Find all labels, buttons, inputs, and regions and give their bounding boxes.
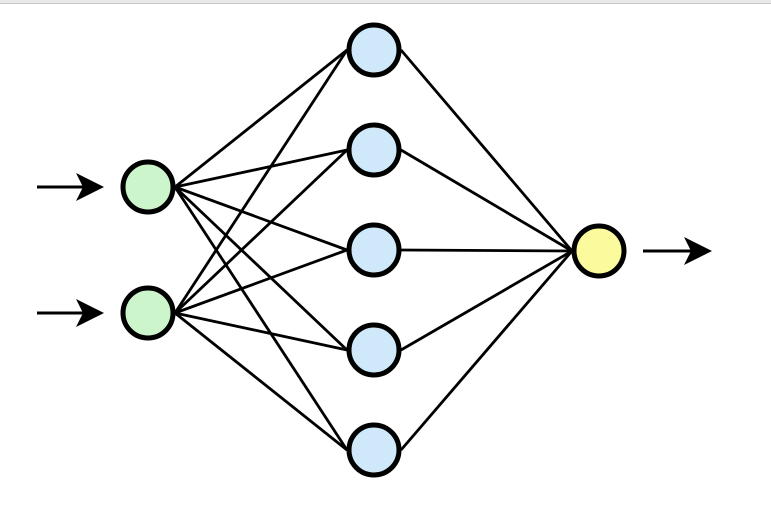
edge-line	[174, 148, 348, 315]
window-top-border	[0, 0, 771, 4]
edge-line	[174, 148, 348, 189]
edge-line	[174, 248, 348, 315]
input-arrow-1-icon	[76, 173, 104, 201]
edge-line	[399, 250, 574, 451]
edge-line	[399, 49, 574, 252]
input-node-1	[120, 159, 176, 215]
edge-line	[174, 185, 348, 352]
input-node-2	[120, 285, 176, 341]
edge-line	[173, 186, 349, 451]
edge-line	[400, 249, 573, 352]
input-arrow-2-icon	[76, 299, 104, 327]
output-node-1	[571, 223, 627, 279]
edge-line	[174, 311, 348, 352]
hidden-node-4	[346, 322, 402, 378]
edge-line	[173, 49, 349, 314]
output-arrow-icon	[684, 237, 712, 265]
edge-line	[400, 248, 573, 253]
hidden-node-3	[346, 222, 402, 278]
edge-line	[174, 311, 348, 452]
hidden-node-2	[346, 122, 402, 178]
hidden-node-1	[346, 22, 402, 78]
edge-line	[174, 185, 348, 252]
hidden-node-5	[346, 422, 402, 478]
edge-line	[174, 48, 348, 189]
edge-line	[400, 148, 573, 253]
